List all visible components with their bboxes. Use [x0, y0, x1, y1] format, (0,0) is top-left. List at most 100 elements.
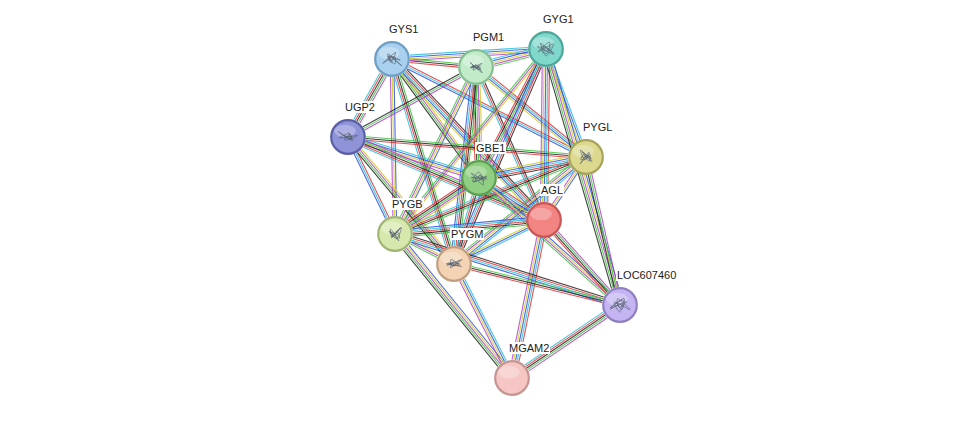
node-fill	[462, 161, 496, 195]
evidence-line	[363, 74, 459, 127]
structure-glyph	[389, 228, 401, 241]
evidence-line	[357, 153, 440, 252]
node-circle	[528, 31, 564, 67]
evidence-line	[558, 232, 610, 290]
interaction-edge	[354, 73, 387, 123]
evidence-line	[363, 147, 526, 216]
node-fill	[603, 288, 637, 322]
protein-label: MGAM2	[508, 342, 550, 354]
node-circle	[602, 287, 638, 323]
evidence-line	[358, 76, 384, 123]
protein-label: PYGB	[391, 198, 424, 210]
interaction-edge	[466, 166, 575, 256]
evidence-line	[406, 248, 500, 364]
protein-label: PYGM	[450, 228, 484, 240]
node-circle	[568, 139, 604, 175]
structure-glyph	[338, 131, 358, 140]
node-fill	[459, 50, 493, 84]
evidence-line	[356, 153, 387, 218]
node-fill	[375, 42, 409, 76]
evidence-line	[494, 55, 529, 64]
evidence-line	[459, 64, 537, 246]
node-circle	[494, 360, 530, 396]
evidence-line	[411, 242, 602, 302]
evidence-line	[494, 57, 529, 66]
evidence-line	[465, 279, 507, 361]
evidence-line	[526, 314, 604, 367]
protein-node: LOC607460	[602, 287, 638, 323]
evidence-line	[541, 67, 543, 202]
protein-label: GYS1	[388, 23, 419, 35]
protein-label: AGL	[540, 184, 564, 196]
node-fill	[378, 217, 412, 251]
evidence-line	[408, 247, 502, 363]
protein-label: GBE1	[475, 142, 506, 154]
structure-glyph	[580, 150, 592, 164]
structure-glyph	[383, 52, 402, 66]
protein-node: UGP2	[330, 119, 366, 155]
node-fill	[331, 120, 365, 154]
evidence-line	[592, 174, 618, 287]
evidence-line	[492, 191, 606, 294]
structure-glyph	[446, 259, 462, 267]
protein-node: GBE1	[461, 160, 497, 196]
protein-node: PYGL	[568, 139, 604, 175]
evidence-line	[411, 161, 569, 225]
evidence-line	[546, 67, 548, 202]
protein-node: GYG1	[528, 31, 564, 67]
evidence-line	[405, 249, 499, 365]
node-circle	[461, 160, 497, 196]
evidence-line	[410, 62, 458, 67]
evidence-line	[359, 151, 442, 250]
evidence-line	[460, 281, 502, 363]
node-circle	[330, 119, 366, 155]
evidence-line	[590, 175, 616, 288]
interaction-edge	[460, 279, 506, 363]
evidence-line	[355, 74, 381, 121]
protein-node: MGAM2	[494, 360, 530, 396]
node-circle	[436, 246, 472, 282]
evidence-line	[544, 67, 546, 202]
evidence-line	[494, 188, 608, 291]
interaction-edge	[541, 67, 550, 202]
protein-node: PYGM	[436, 246, 472, 282]
node-fill	[437, 247, 471, 281]
evidence-line	[549, 67, 613, 288]
node-fill	[495, 361, 529, 395]
evidence-line	[412, 239, 603, 299]
evidence-line	[404, 250, 498, 366]
evidence-line	[354, 154, 385, 219]
evidence-line	[471, 268, 602, 300]
evidence-line	[496, 157, 568, 171]
evidence-line	[400, 82, 465, 217]
node-circle	[374, 41, 410, 77]
evidence-line	[412, 240, 603, 300]
evidence-line	[554, 235, 606, 293]
evidence-line	[542, 67, 544, 202]
evidence-line	[357, 75, 383, 122]
evidence-line	[461, 280, 503, 362]
evidence-line	[471, 270, 602, 302]
node-fill	[527, 203, 561, 237]
evidence-line	[493, 189, 607, 292]
evidence-line	[525, 312, 603, 365]
evidence-line	[555, 234, 607, 292]
evidence-line	[557, 233, 609, 291]
interaction-edge	[354, 152, 389, 218]
node-circle	[526, 202, 562, 238]
structure-glyph	[471, 172, 487, 185]
evidence-line	[364, 76, 460, 129]
node-circle	[377, 216, 413, 252]
evidence-line	[409, 246, 503, 362]
protein-node: GYS1	[374, 41, 410, 77]
protein-label: UGP2	[344, 101, 376, 113]
evidence-line	[472, 267, 603, 299]
structure-glyph	[610, 298, 630, 312]
evidence-line	[588, 175, 614, 288]
interaction-edge	[366, 137, 568, 158]
evidence-line	[463, 280, 505, 362]
interaction-edge	[493, 50, 530, 66]
evidence-line	[405, 62, 533, 219]
interaction-edge	[471, 267, 603, 303]
protein-node: PGM1	[458, 49, 494, 85]
